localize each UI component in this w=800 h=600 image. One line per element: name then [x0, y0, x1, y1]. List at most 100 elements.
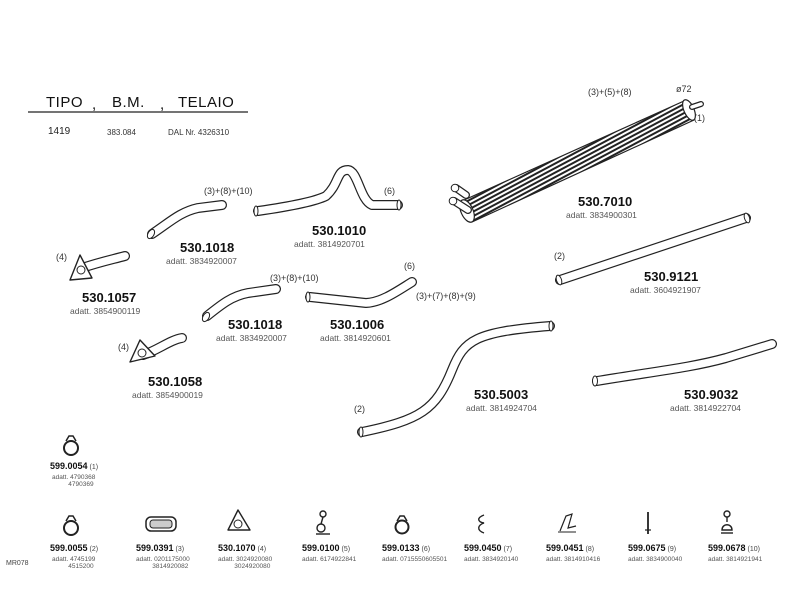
fitting-0100: 599.0100(5) — [302, 543, 351, 554]
part-number-1006: 530.1006 — [330, 317, 385, 332]
footer-code: MR078 — [6, 560, 29, 567]
fitting-number: 599.0451 — [546, 543, 584, 553]
gasket-icon-0391 — [145, 516, 177, 532]
fitting-qty: (5) — [341, 546, 351, 553]
fitting-0450: 599.0450(7) — [464, 543, 513, 554]
part-number-1057: 530.1057 — [82, 290, 137, 305]
index-9121: (2) — [554, 251, 565, 261]
pipe-1006 — [305, 277, 417, 308]
adatt-7010: adatt. 3834900301 — [566, 210, 637, 220]
adatt-1018a: adatt. 3834920007 — [166, 256, 237, 266]
part-number-9032: 530.9032 — [684, 387, 739, 402]
clamp-icon-0055 — [63, 515, 79, 536]
fitting-0133: 599.0133(6) — [382, 543, 431, 554]
fitting-number: 599.0054 — [50, 461, 88, 471]
diameter-7010: ø72 — [676, 84, 692, 94]
fitting-adatt-0100: adatt. 6174922841 — [302, 556, 357, 563]
fitting-number: 599.0391 — [136, 543, 174, 553]
fitting-number: 599.0675 — [628, 543, 666, 553]
adatt-1058: adatt. 3854900019 — [132, 390, 203, 400]
adatt-5003: adatt. 3814924704 — [466, 403, 537, 413]
fitting-number: 599.0450 — [464, 543, 502, 553]
pipe-5003 — [357, 320, 555, 438]
hanger-icon-0100 — [316, 510, 330, 535]
index-1010: (6) — [384, 186, 395, 196]
fitting-adatt-0678: adatt. 3814921941 — [708, 556, 763, 563]
note-1018b: (3)+(8)+(10) — [270, 273, 319, 283]
clamp-icon-0133 — [394, 515, 410, 535]
fitting-0675: 599.0675(9) — [628, 543, 677, 554]
part-number-7010: 530.7010 — [578, 194, 633, 209]
fitting-adatt-0133: adatt. 0715550605501 — [382, 556, 448, 563]
pipe-1018b — [201, 284, 281, 323]
fitting-qty: (1) — [89, 464, 99, 471]
index-7010: (1) — [694, 113, 705, 123]
clamp-icon-0054 — [63, 435, 79, 456]
fitting-adatt-0391: adatt. 0201175000 3814920082 — [136, 556, 190, 571]
header-bm: B.M. — [112, 94, 145, 111]
adatt-9032: adatt. 3814922704 — [670, 403, 741, 413]
header-tipo: TIPO — [46, 94, 84, 111]
fitting-qty: (9) — [667, 546, 677, 553]
flange-pipe-1058 — [129, 333, 187, 363]
index-5003: (2) — [354, 404, 365, 414]
part-number-1018a: 530.1018 — [180, 240, 235, 255]
rubber-hanger-icon-0678 — [721, 510, 733, 534]
fitting-0391: 599.0391(3) — [136, 543, 185, 554]
silencer-7010 — [448, 99, 704, 223]
fitting-0054: 599.0054(1) — [50, 461, 99, 472]
index-1006: (6) — [404, 261, 415, 271]
flange-pipe-1057 — [69, 251, 130, 281]
pipe-1018a — [146, 200, 227, 240]
fitting-0451: 599.0451(8) — [546, 543, 595, 554]
fitting-qty: (7) — [503, 546, 513, 553]
tipo-value: 1419 — [48, 126, 71, 137]
fitting-qty: (2) — [89, 546, 99, 553]
fitting-number: 599.0055 — [50, 543, 88, 553]
fitting-adatt-1070: adatt. 3024920080 3024920080 — [218, 556, 273, 571]
spring-icon-0450 — [478, 514, 485, 534]
fitting-number: 599.0678 — [708, 543, 746, 553]
part-number-9121: 530.9121 — [644, 269, 699, 284]
bm-value: 383.084 — [107, 128, 136, 137]
header-separator: , — [92, 96, 97, 113]
fitting-qty: (8) — [585, 546, 595, 553]
fitting-number: 599.0133 — [382, 543, 420, 553]
index-1057: (4) — [56, 252, 67, 262]
part-number-5003: 530.5003 — [474, 387, 529, 402]
fitting-qty: (4) — [257, 546, 267, 553]
header-telaio: TELAIO — [178, 94, 235, 111]
header-separator: , — [160, 96, 165, 113]
fitting-qty: (3) — [175, 546, 185, 553]
index-1058: (4) — [118, 342, 129, 352]
adatt-1057: adatt. 3854900119 — [70, 306, 141, 316]
bracket-icon-0451 — [558, 513, 577, 533]
pipe-1010 — [253, 165, 403, 217]
fitting-adatt-0451: adatt. 3814910416 — [546, 556, 601, 563]
part-number-1010: 530.1010 — [312, 223, 367, 238]
fitting-qty: (6) — [421, 546, 431, 553]
flange-gasket-icon-1070 — [227, 509, 251, 531]
fitting-adatt-0055: adatt. 4745199 4515200 — [52, 556, 96, 571]
part-number-1058: 530.1058 — [148, 374, 203, 389]
fitting-0055: 599.0055(2) — [50, 543, 99, 554]
fitting-0678: 599.0678(10) — [708, 543, 760, 554]
adatt-9121: adatt. 3604921907 — [630, 285, 701, 295]
note-5003: (3)+(7)+(8)+(9) — [416, 291, 476, 301]
fitting-number: 599.0100 — [302, 543, 340, 553]
telaio-value: DAL Nr. 4326310 — [168, 128, 230, 137]
adatt-1010: adatt. 3814920701 — [294, 239, 365, 249]
fitting-adatt-0675: adatt. 3834900040 — [628, 556, 683, 563]
pipe-9032 — [592, 339, 777, 387]
pipe-9121 — [555, 212, 751, 286]
part-number-1018b: 530.1018 — [228, 317, 283, 332]
note-1010: (3)+(8)+(10) — [204, 186, 253, 196]
fitting-number: 530.1070 — [218, 543, 256, 553]
fitting-adatt-0054: adatt. 4790368 4790369 — [52, 474, 96, 489]
bolt-icon-0675 — [645, 512, 651, 534]
adatt-1018b: adatt. 3834920007 — [216, 333, 287, 343]
note-7010: (3)+(5)+(8) — [588, 87, 632, 97]
fitting-adatt-0450: adatt. 3834920140 — [464, 556, 519, 563]
fitting-1070: 530.1070(4) — [218, 543, 267, 554]
